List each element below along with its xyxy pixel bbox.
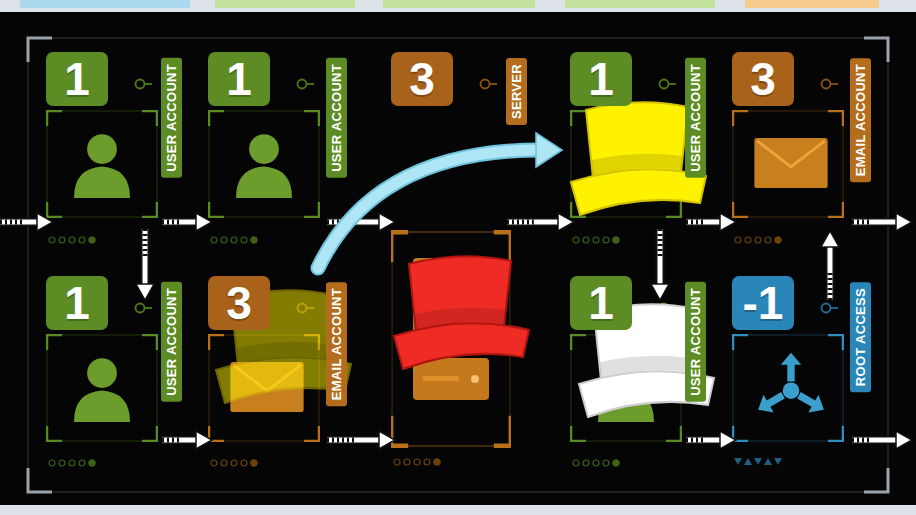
- card-cost: 1: [570, 276, 632, 330]
- card-cost: -1: [732, 276, 794, 330]
- game-card: 1 USER ACCOUNT: [38, 44, 190, 259]
- arrow-head: [896, 431, 912, 449]
- board-frame: [0, 12, 916, 505]
- arrow-head: [896, 213, 912, 231]
- game-card: 3 EMAIL ACCOUNT: [200, 268, 355, 481]
- top-strip: [20, 0, 879, 8]
- card-type-label: USER ACCOUNT: [161, 282, 182, 402]
- arrow-head: [536, 133, 562, 167]
- card-type-label: EMAIL ACCOUNT: [326, 282, 347, 406]
- inner-frame: [28, 38, 888, 492]
- game-card: 1 USER ACCOUNT: [562, 44, 714, 259]
- card-type-label: SERVER: [506, 58, 527, 125]
- strip-card: [20, 0, 190, 8]
- game-card: 3 EMAIL ACCOUNT: [724, 44, 879, 259]
- game-card: 1 USER ACCOUNT: [38, 268, 190, 481]
- game-card: 1 USER ACCOUNT: [562, 268, 714, 481]
- card-type-label: USER ACCOUNT: [326, 58, 347, 178]
- game-card: 1 USER ACCOUNT: [200, 44, 355, 259]
- card-type-label: USER ACCOUNT: [685, 58, 706, 178]
- card-cost: 1: [46, 276, 108, 330]
- arrow-hatch: [0, 220, 22, 225]
- card-type-label: ROOT ACCESS: [850, 282, 871, 392]
- game-card: -1 ROOT ACCESS: [724, 268, 879, 481]
- card-type-label: USER ACCOUNT: [161, 58, 182, 178]
- strip-card: [745, 0, 879, 8]
- strip-card: [383, 0, 535, 8]
- card-cost: 1: [570, 52, 632, 106]
- strip-card: [215, 0, 355, 8]
- corner-bracket: [28, 38, 888, 492]
- card-cost: 3: [391, 52, 453, 106]
- strip-card: [565, 0, 715, 8]
- card-type-label: USER ACCOUNT: [685, 282, 706, 402]
- card-cost: 3: [732, 52, 794, 106]
- card-cost: 1: [46, 52, 108, 106]
- card-type-label: EMAIL ACCOUNT: [850, 58, 871, 182]
- card-cost: 3: [208, 276, 270, 330]
- card-cost: 1: [208, 52, 270, 106]
- arrow-shaft: [0, 220, 38, 225]
- arrow-outline: [0, 218, 38, 227]
- game-card: 3 SERVER: [383, 44, 535, 481]
